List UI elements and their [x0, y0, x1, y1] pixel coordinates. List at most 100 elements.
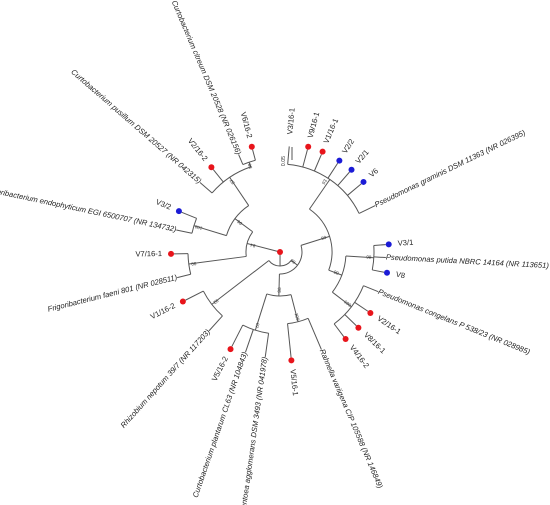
tree-branch [245, 329, 254, 353]
tree-branch-arc [309, 208, 333, 271]
bootstrap-value: 100 [343, 299, 352, 308]
leaf-c-citreum: Curtobacterium citreum DSM 20528 (NR 026… [170, 0, 244, 156]
tree-branch [347, 183, 362, 196]
tree-branch [327, 162, 339, 179]
tree-branch [302, 149, 308, 168]
tree-branch-arc [266, 293, 292, 297]
tree-branch [300, 235, 330, 246]
tree-branch [333, 323, 345, 337]
bootstrap-value: 97 [254, 322, 260, 329]
bootstrap-value: 99 [289, 258, 296, 265]
tree-branch [287, 323, 292, 358]
red-dot-marker [319, 148, 326, 155]
bootstrap-value: 98 [277, 287, 282, 293]
tree-branch [345, 255, 374, 259]
tree-branch [211, 260, 270, 305]
red-dot-marker [179, 298, 186, 305]
leaf-v6-16-2: V6/16-2 [239, 111, 255, 150]
leaf-v3-2: V3/2 [155, 197, 182, 215]
tree-branch [287, 146, 290, 165]
tree-branch [238, 154, 244, 165]
tree-branch-arc [331, 255, 347, 293]
tree-branch-arc [268, 260, 292, 267]
leaf-rahnella: Rahnella variigena CIP 105588 (NR 146849… [318, 348, 385, 490]
tree-branch [354, 301, 369, 312]
red-dot-marker [248, 143, 255, 150]
red-dot-marker [168, 250, 175, 257]
bootstrap-value: 99 [190, 261, 196, 267]
tree-branch-arc [279, 245, 303, 275]
tree-branch [208, 315, 223, 332]
leaf-v5-16-2: V5/16-2 [210, 346, 234, 383]
leaf-v9-16-1: V9/16-1 [305, 111, 321, 150]
tree-branch [231, 324, 244, 347]
red-dot-marker [277, 249, 283, 255]
tree-branch [290, 260, 298, 266]
leaf-v1-16-2: V1/16-2 [149, 298, 186, 321]
leaf-v2-16-1: V2/16-1 [367, 309, 403, 336]
leaf-label: Rahnella variigena CIP 105588 (NR 146849… [318, 348, 385, 490]
tree-branch [307, 318, 322, 350]
leaf-label: Rhizobium nepotum 39/7 (NR 117203) [119, 327, 213, 430]
leaf-v5-16-1: V5/16-1 [288, 357, 300, 396]
tree-branch [254, 293, 268, 331]
leaf-label: Frigoribacterium endophyticum EGI 650070… [0, 184, 178, 234]
blue-dot-marker [385, 241, 392, 248]
tree-branch-arc [225, 205, 249, 236]
blue-dot-marker [336, 157, 343, 164]
leaf-label: V6/16-2 [239, 111, 255, 139]
leaf-label: V5/16-2 [210, 355, 230, 383]
tree-branch-arc [287, 163, 360, 214]
blue-dot-marker [384, 269, 390, 276]
tree-branch [188, 255, 247, 265]
leaf-v1-16-1: V1/16-1 [319, 117, 341, 155]
red-dot-marker [342, 336, 349, 343]
leaf-pantoea: Pantoea agglomerans DSM 3493 (NR 041978) [238, 356, 269, 505]
leaf-label: Pseudomonas putida NBRC 14164 (NR 113651… [386, 253, 550, 271]
red-dot-marker [355, 324, 362, 331]
tree-branch [212, 169, 224, 183]
tree-branch [290, 294, 299, 322]
blue-dot-marker [360, 178, 367, 185]
leaf-label: V2/2 [340, 137, 356, 155]
bootstrap-value: 87 [228, 178, 235, 185]
tree-branch [278, 273, 280, 296]
blue-dot-marker [348, 166, 355, 173]
tree-branch [193, 225, 227, 237]
red-dot-marker [227, 346, 234, 353]
tree-branch [337, 171, 350, 186]
leaf-label: Pseudomonas congelans P 538/23 (NR 02898… [377, 287, 532, 357]
bootstrap-value: 100 [294, 312, 301, 321]
leaf-p-putida: Pseudomonas putida NBRC 14164 (NR 113651… [386, 253, 550, 271]
leaf-label: V3/16-1 [285, 108, 296, 135]
leaf-label: V2/1 [354, 148, 371, 166]
leaf-label: V3/1 [397, 238, 413, 248]
leaf-label: V3/2 [155, 197, 173, 211]
bootstrap-value: 88 [247, 162, 254, 169]
red-dot-marker [208, 164, 215, 171]
leaf-v3-16-1: V3/16-1 [277, 108, 297, 255]
bootstrap-value: 99 [321, 235, 328, 241]
leaf-rhizobium: Rhizobium nepotum 39/7 (NR 117203) [119, 327, 213, 430]
leaf-v7-16-1: V7/16-1 [135, 249, 175, 259]
tree-branch-arc [245, 231, 254, 257]
tree-branch [328, 269, 342, 276]
tree-branch [246, 243, 281, 253]
leaf-label: V7/16-1 [135, 249, 162, 258]
leaf-v3-1: V3/1 [385, 238, 414, 248]
tree-branch [199, 182, 213, 194]
tree-branch [344, 314, 357, 326]
leaf-label: V1/16-1 [322, 117, 341, 145]
scale-bar: 0.05 [281, 147, 293, 166]
tree-branch-arc [202, 290, 223, 317]
leaf-label: V8 [395, 270, 406, 281]
tree-branch [373, 244, 386, 246]
leaf-p-graminis: Pseudomonas graminis DSM 11363 (NR 02639… [373, 128, 527, 209]
leaf-label: Pseudomonas graminis DSM 11363 (NR 02639… [373, 128, 527, 209]
tree-branch [177, 273, 191, 279]
tree-branch-arc [333, 285, 364, 325]
leaf-v2-1: V2/1 [348, 148, 371, 173]
